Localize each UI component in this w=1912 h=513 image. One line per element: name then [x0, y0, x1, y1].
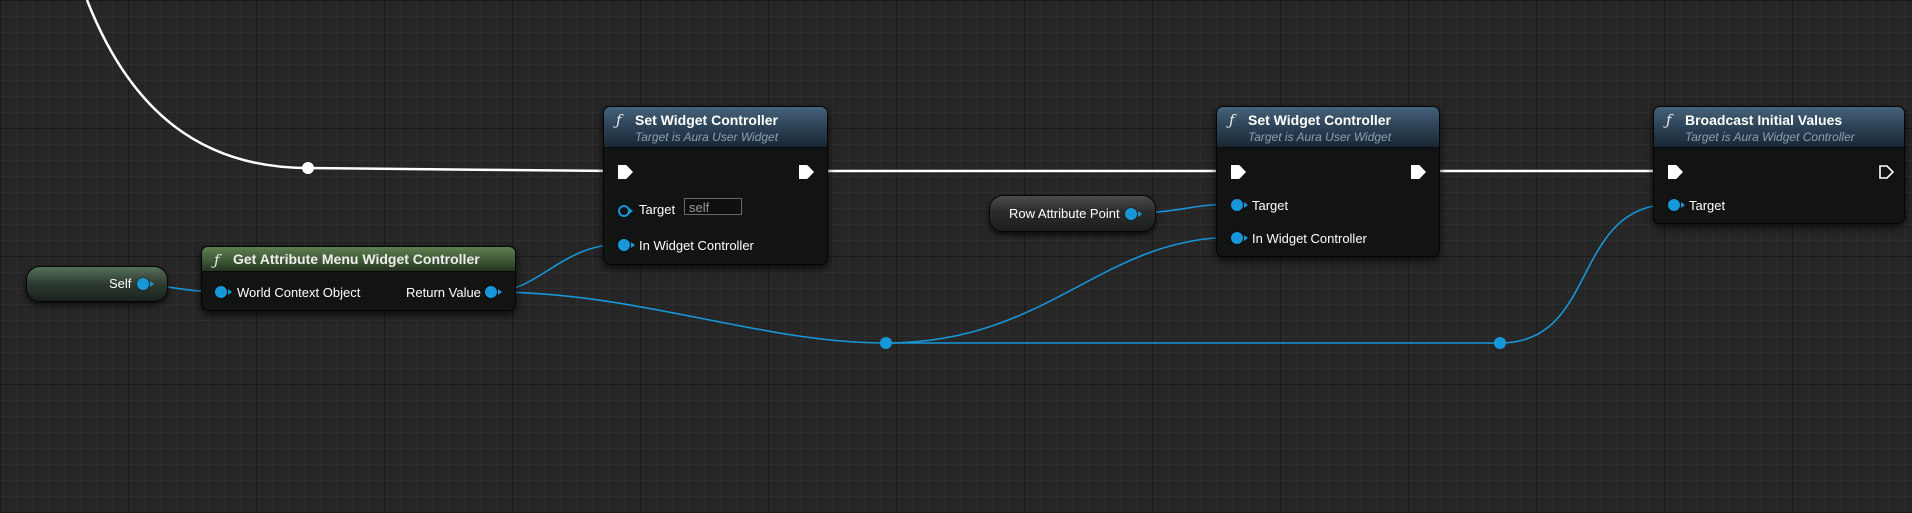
node-title: Broadcast Initial Values [1685, 112, 1843, 128]
return-value-label: Return Value [406, 285, 481, 300]
node-title: Get Attribute Menu Widget Controller [233, 251, 480, 267]
row-attribute-point-node[interactable]: Row Attribute Point [989, 195, 1156, 232]
exec-output-pin[interactable] [799, 165, 814, 179]
node-subtitle: Target is Aura User Widget [1248, 130, 1392, 144]
self-output-pin[interactable] [137, 278, 154, 290]
world-context-object-label: World Context Object [237, 285, 361, 300]
exec-wire-incoming[interactable] [85, 0, 309, 170]
node-header: ƒ Set Widget Controller Target is Aura U… [604, 107, 827, 148]
reroute-knot-1[interactable] [880, 337, 892, 349]
row-attribute-point-output-pin[interactable] [1125, 208, 1142, 220]
function-icon: ƒ [616, 111, 622, 129]
broadcast-initial-values-node[interactable]: ƒ Broadcast Initial Values Target is Aur… [1653, 106, 1905, 224]
target-label: Target [1689, 198, 1726, 213]
node-title: Set Widget Controller [635, 112, 778, 128]
row-attribute-point-label: Row Attribute Point [1009, 206, 1120, 221]
in-widget-controller-pin[interactable] [618, 239, 635, 251]
node-subtitle: Target is Aura User Widget [635, 130, 779, 144]
reroute-knot-2[interactable] [1494, 337, 1506, 349]
node-header: ƒ Get Attribute Menu Widget Controller [202, 247, 515, 272]
node-subtitle: Target is Aura Widget Controller [1685, 130, 1855, 144]
set-widget-controller-node-2[interactable]: ƒ Set Widget Controller Target is Aura U… [1216, 106, 1440, 257]
self-node[interactable]: Self [26, 266, 168, 302]
exec-input-pin[interactable] [618, 165, 633, 179]
exec-output-pin[interactable] [1879, 165, 1894, 179]
wire-reroute2-to-broadcast[interactable] [1499, 203, 1674, 344]
self-label: Self [109, 276, 132, 291]
function-icon: ƒ [214, 251, 220, 269]
set-widget-controller-node-1[interactable]: ƒ Set Widget Controller Target is Aura U… [603, 106, 828, 265]
in-widget-controller-label: In Widget Controller [1252, 231, 1367, 246]
node-header: ƒ Set Widget Controller Target is Aura U… [1217, 107, 1439, 148]
target-pin[interactable] [618, 205, 633, 217]
target-label: Target [639, 202, 676, 217]
function-icon: ƒ [1229, 111, 1235, 129]
exec-reroute-knot[interactable] [302, 162, 314, 174]
function-icon: ƒ [1666, 111, 1672, 129]
get-attribute-menu-widget-controller-node[interactable]: ƒ Get Attribute Menu Widget Controller W… [201, 246, 516, 311]
return-value-pin[interactable] [485, 286, 502, 298]
in-widget-controller-pin[interactable] [1231, 232, 1248, 244]
exec-input-pin[interactable] [1231, 165, 1246, 179]
target-pin[interactable] [1668, 199, 1685, 211]
exec-input-pin[interactable] [1668, 165, 1683, 179]
node-title: Set Widget Controller [1248, 112, 1391, 128]
target-default-input[interactable]: self [684, 198, 742, 215]
in-widget-controller-label: In Widget Controller [639, 238, 754, 253]
target-pin[interactable] [1231, 199, 1248, 211]
world-context-object-pin[interactable] [215, 286, 232, 298]
node-header: ƒ Broadcast Initial Values Target is Aur… [1654, 107, 1904, 148]
exec-output-pin[interactable] [1411, 165, 1426, 179]
wire-reroute1-to-set2[interactable] [885, 236, 1237, 344]
target-label: Target [1252, 198, 1289, 213]
wire-return-to-reroute-1[interactable] [490, 291, 887, 344]
exec-wire-to-set-1[interactable] [307, 166, 618, 173]
